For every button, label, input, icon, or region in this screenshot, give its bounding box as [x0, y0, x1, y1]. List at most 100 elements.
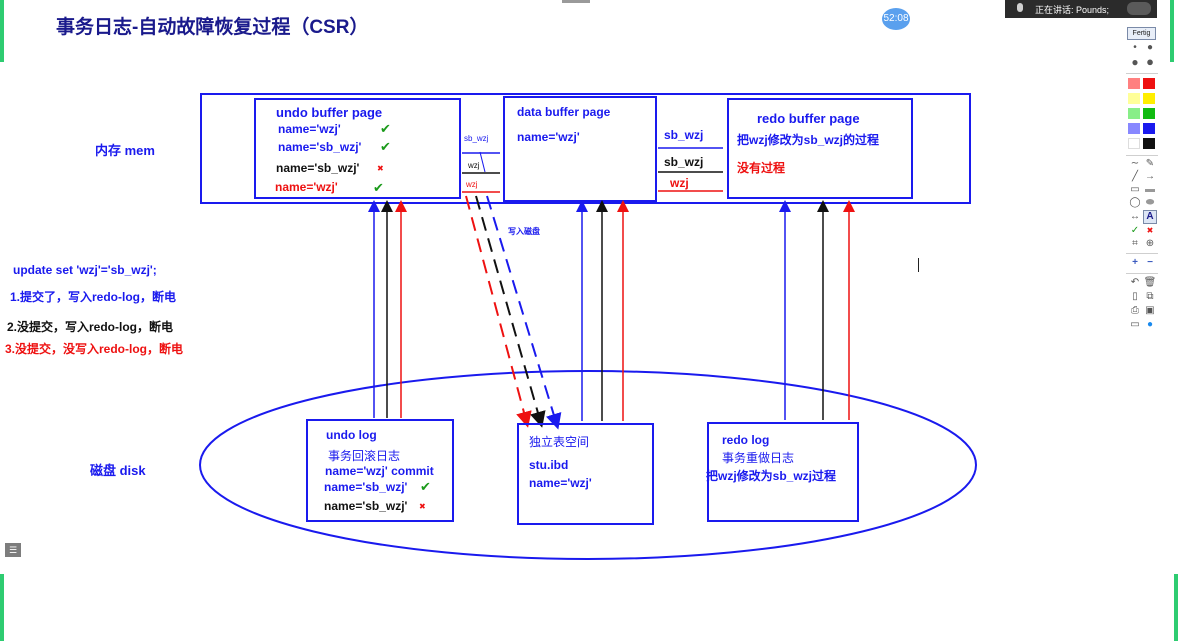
- fertig-button[interactable]: Fertig: [1127, 27, 1156, 40]
- right-label-sb-wzj-black: sb_wzj: [664, 155, 704, 169]
- tablespace-line-1: stu.ibd: [529, 458, 569, 472]
- undo-log-line-3: name='sb_wzj': [324, 480, 408, 494]
- redo-buffer-title: redo buffer page: [757, 111, 860, 126]
- left-accent-bar-bottom: [0, 574, 4, 641]
- undo-buffer-page-box: undo buffer page name='wzj' ✔ name='sb_w…: [254, 98, 461, 199]
- tablespace-box: 独立表空间 stu.ibd name='wzj': [517, 423, 654, 525]
- cross-icon: ✖: [419, 502, 426, 511]
- small-dot-icon[interactable]: •: [1133, 42, 1137, 53]
- print-icon[interactable]: ⎙: [1131, 305, 1139, 316]
- redo-buffer-page-box: redo buffer page 把wzj修改为sb_wzj的过程 没有过程: [727, 98, 913, 199]
- redo-log-title: redo log: [722, 433, 770, 447]
- color-swatch-red[interactable]: [1143, 78, 1155, 89]
- disk-region-ellipse: [199, 370, 977, 560]
- undo-log-line-4: name='sb_wzj': [324, 499, 408, 513]
- color-swatch-white[interactable]: [1128, 138, 1140, 149]
- data-buffer-title: data buffer page: [517, 105, 611, 119]
- right-accent-bar-top: [1170, 0, 1174, 62]
- check-icon: ✔: [420, 479, 431, 494]
- copy-icon[interactable]: ⧉: [1146, 291, 1154, 302]
- undo-buffer-title: undo buffer page: [276, 105, 383, 120]
- text-cursor: [918, 258, 919, 272]
- redo-log-line-1: 事务重做日志: [722, 451, 795, 465]
- write-disk-label: 写入磁盘: [508, 227, 540, 236]
- zoom-icon[interactable]: ⊕: [1145, 238, 1155, 249]
- zoom-out-icon[interactable]: −: [1147, 257, 1153, 268]
- scenario-2: 2.没提交，写入redo-log，断电: [7, 320, 174, 334]
- new-page-icon[interactable]: ▯: [1132, 291, 1138, 302]
- filled-ellipse-icon[interactable]: ⬬: [1145, 197, 1155, 208]
- rectangle-icon[interactable]: ▭: [1130, 184, 1140, 195]
- zoom-in-icon[interactable]: +: [1132, 257, 1138, 268]
- undo-buffer-line-3: name='sb_wzj': [276, 161, 360, 175]
- undo-buffer-line-1: name='wzj': [278, 122, 341, 136]
- right-label-sb-wzj-blue: sb_wzj: [664, 128, 704, 142]
- undo-log-line-2: name='wzj' commit: [325, 464, 434, 478]
- color-swatch-light-red[interactable]: [1128, 78, 1140, 89]
- redo-buffer-line-1: 把wzj修改为sb_wzj的过程: [737, 133, 880, 147]
- microphone-icon: [1017, 3, 1023, 12]
- tablespace-title: 独立表空间: [529, 435, 590, 449]
- color-swatch-blue[interactable]: [1143, 123, 1155, 134]
- memory-label: 内存 mem: [95, 143, 155, 158]
- check-icon: ✔: [380, 121, 391, 136]
- scenario-1: 1.提交了，写入redo-log，断电: [10, 290, 177, 304]
- undo-icon[interactable]: ↶: [1130, 277, 1140, 288]
- sql-statement: update set 'wzj'='sb_wzj';: [13, 263, 157, 277]
- double-arrow-icon[interactable]: ↔: [1130, 211, 1140, 222]
- crop-icon[interactable]: ⌗: [1132, 238, 1138, 249]
- color-swatch-black[interactable]: [1143, 138, 1155, 149]
- check-stamp-icon[interactable]: ✓: [1130, 225, 1140, 236]
- color-swatch-light-yellow[interactable]: [1128, 93, 1140, 104]
- speaking-status-text: 正在讲话: Pounds;: [1035, 5, 1110, 15]
- color-swatch-light-green[interactable]: [1128, 108, 1140, 119]
- page-title: 事务日志-自动故障恢复过程（CSR）: [56, 17, 369, 38]
- color-swatch-yellow[interactable]: [1143, 93, 1155, 104]
- redo-log-box: redo log 事务重做日志 把wzj修改为sb_wzj过程: [706, 422, 859, 522]
- cross-stamp-icon[interactable]: ✖: [1146, 226, 1154, 235]
- check-icon: ✔: [373, 180, 384, 195]
- mid-label-wzj-red: wzj: [466, 180, 478, 189]
- data-buffer-line-1: name='wzj': [517, 130, 580, 144]
- cross-icon: ✖: [377, 164, 384, 173]
- disk-label: 磁盘 disk: [90, 463, 146, 478]
- screen-icon[interactable]: ▭: [1130, 319, 1140, 330]
- scenario-3: 3.没提交，没写入redo-log，断电: [5, 342, 184, 356]
- color-swatch-green[interactable]: [1143, 108, 1155, 119]
- filled-rectangle-icon[interactable]: ▬: [1145, 184, 1155, 195]
- marker-icon[interactable]: ✎: [1145, 158, 1155, 169]
- trash-icon[interactable]: 🗑: [1143, 277, 1157, 288]
- speaking-status-bar: 正在讲话: Pounds;: [1005, 0, 1157, 18]
- save-icon[interactable]: ▣: [1145, 305, 1155, 316]
- left-accent-bar-top: [0, 0, 4, 62]
- undo-buffer-line-2: name='sb_wzj': [278, 140, 362, 154]
- redo-log-line-2: 把wzj修改为sb_wzj过程: [706, 469, 837, 483]
- tablespace-line-2: name='wzj': [529, 476, 592, 490]
- annotation-toolbar: Fertig • ● ● ● ∼ ✎ ╱ → ▭ ▬ ◯ ⬬ ↔ A ✓ ✖ ⌗…: [1124, 26, 1160, 344]
- top-tab-handle[interactable]: [562, 0, 590, 3]
- undo-log-line-1: 事务回滚日志: [328, 449, 401, 463]
- timer-badge: 52:08: [882, 8, 910, 30]
- line-icon[interactable]: ╱: [1131, 171, 1139, 182]
- check-icon: ✔: [380, 139, 391, 154]
- mid-label-wzj: wzj: [468, 161, 480, 170]
- undo-buffer-line-4: name='wzj': [275, 180, 338, 194]
- text-tool-icon[interactable]: A: [1143, 210, 1157, 224]
- right-label-wzj-red: wzj: [670, 176, 689, 190]
- right-accent-bar-bottom: [1174, 574, 1178, 641]
- avatar[interactable]: [1127, 2, 1151, 15]
- medium-dot-icon[interactable]: ●: [1146, 42, 1154, 53]
- undo-log-title: undo log: [326, 428, 377, 442]
- large-dot-icon[interactable]: ●: [1131, 55, 1139, 69]
- xlarge-dot-icon[interactable]: ●: [1146, 54, 1154, 69]
- redo-buffer-line-2: 没有过程: [737, 161, 786, 175]
- arrow-icon[interactable]: →: [1145, 171, 1155, 182]
- freehand-icon[interactable]: ∼: [1130, 158, 1140, 169]
- ellipse-icon[interactable]: ◯: [1129, 197, 1141, 208]
- info-icon[interactable]: ●: [1146, 319, 1154, 330]
- color-swatch-light-blue[interactable]: [1128, 123, 1140, 134]
- undo-log-box: undo log 事务回滚日志 name='wzj' commit name='…: [306, 419, 454, 522]
- list-icon[interactable]: ☰: [5, 543, 21, 557]
- mid-label-sb-wzj: sb_wzj: [464, 134, 489, 143]
